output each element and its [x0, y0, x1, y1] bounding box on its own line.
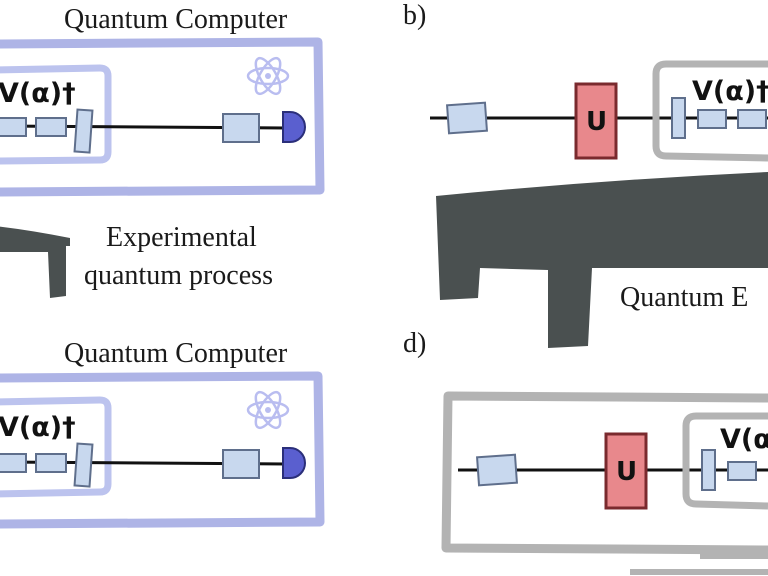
panel-a-operator-label: V(α)†	[0, 78, 76, 109]
detector-icon	[282, 111, 306, 143]
panel-c-process-frame	[0, 396, 112, 498]
panel-a-caption-line1: Experimental	[106, 222, 257, 253]
panel-c: Quantum Computer V(α)†	[0, 338, 325, 529]
panel-d: d) U V(α	[403, 328, 768, 575]
panel-c-computer-frame	[0, 371, 325, 529]
panel-b-letter: b)	[403, 0, 426, 31]
panel-b-unitary-label: U	[586, 107, 607, 137]
panel-c-gate-2	[35, 453, 67, 473]
panel-d-operator-label: V(α	[720, 424, 768, 455]
panel-b-caption: Quantum E	[620, 282, 748, 313]
panel-d-unitary-box	[604, 432, 648, 510]
panel-b: b) U V(α)†	[403, 0, 768, 162]
panel-b-gate-2	[697, 109, 727, 129]
panel-a-table	[0, 226, 70, 298]
panel-a-process-frame	[0, 64, 112, 165]
panel-c-gate-4	[222, 449, 260, 479]
panel-d-gray-frame	[441, 391, 768, 555]
panel-d-unitary-label: U	[616, 457, 637, 487]
atom-icon	[246, 53, 290, 99]
panel-b-table	[436, 172, 768, 348]
panel-b-gate-1	[671, 97, 686, 139]
panel-c-operator-label: V(α)†	[0, 412, 76, 443]
panel-a-gate-1	[0, 117, 27, 137]
panel-d-input-gate	[476, 453, 518, 487]
panel-d-letter: d)	[403, 328, 426, 359]
panel-a-computer-frame	[0, 37, 325, 197]
panel-a: Quantum Computer V(α)†	[0, 4, 325, 197]
panel-c-gate-1	[0, 453, 27, 473]
panel-a-gate-2	[35, 117, 67, 137]
panel-b-gate-3	[737, 109, 767, 129]
panel-c-title: Quantum Computer	[64, 338, 288, 369]
panel-a-caption-line2: quantum process	[84, 260, 273, 291]
detector-icon	[282, 447, 306, 479]
panel-b-input-gate	[446, 101, 488, 135]
panel-d-gate-2	[727, 461, 757, 481]
panel-a-title: Quantum Computer	[64, 4, 288, 35]
panel-a-gate-4	[222, 113, 260, 143]
atom-icon	[246, 387, 290, 433]
panel-b-operator-label: V(α)†	[692, 76, 768, 107]
panel-d-process-frame	[682, 412, 768, 510]
panel-b-unitary-box	[574, 82, 618, 160]
panel-a-gate-3	[73, 108, 94, 154]
panel-b-process-frame	[652, 60, 768, 162]
panel-d-gate-1	[701, 449, 716, 491]
panel-c-gate-3	[73, 442, 94, 488]
